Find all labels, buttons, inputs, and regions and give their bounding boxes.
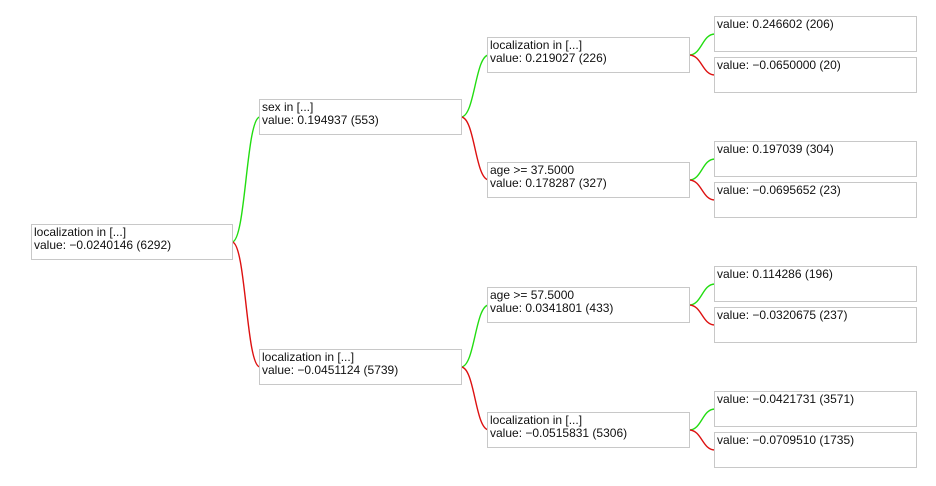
node-split-label: localization in [...] (490, 38, 583, 52)
edge-bb-yes (688, 408, 716, 431)
edge-ab-no (688, 179, 716, 201)
leaf-value-label: value: 0.246602 (206) (717, 17, 834, 31)
edge-ba-yes (688, 283, 716, 306)
tree-leaf-bba: value: −0.0421731 (3571) (714, 391, 917, 427)
node-value-label: value: 0.194937 (553) (262, 113, 379, 127)
edge-aa-yes (688, 33, 716, 56)
node-value-label: value: −0.0451124 (5739) (262, 363, 399, 377)
edge-root-yes (231, 116, 261, 243)
edge-b-yes (460, 304, 490, 368)
edge-aa-no (688, 54, 716, 76)
edge-a-yes (460, 54, 490, 118)
tree-node-ba: age >= 57.5000 value: 0.0341801 (433) (487, 287, 690, 323)
node-split-label: localization in [...] (34, 225, 127, 239)
node-split-label: sex in [...] (262, 100, 314, 114)
node-split-label: age >= 37.5000 (490, 163, 575, 177)
tree-node-root: localization in [...] value: −0.0240146 … (31, 224, 233, 260)
edge-ab-yes (688, 158, 716, 181)
edge-root-no (231, 241, 261, 368)
leaf-value-label: value: −0.0320675 (237) (717, 308, 848, 322)
tree-leaf-aaa: value: 0.246602 (206) (714, 16, 917, 52)
tree-leaf-bbb: value: −0.0709510 (1735) (714, 432, 917, 468)
leaf-value-label: value: 0.114286 (196) (717, 267, 833, 281)
node-value-label: value: −0.0240146 (6292) (34, 238, 172, 252)
node-split-label: localization in [...] (262, 350, 355, 364)
tree-leaf-aab: value: −0.0650000 (20) (714, 57, 917, 93)
node-split-label: age >= 57.5000 (490, 288, 575, 302)
node-value-label: value: 0.219027 (226) (490, 51, 607, 65)
edge-bb-no (688, 429, 716, 451)
tree-leaf-aba: value: 0.197039 (304) (714, 141, 917, 177)
leaf-value-label: value: −0.0695652 (23) (717, 183, 841, 197)
edge-a-no (460, 116, 490, 181)
tree-leaf-abb: value: −0.0695652 (23) (714, 182, 917, 218)
tree-node-b: localization in [...] value: −0.0451124 … (259, 349, 462, 385)
edge-ba-no (688, 304, 716, 326)
leaf-value-label: value: −0.0709510 (1735) (717, 433, 855, 447)
tree-leaf-bab: value: −0.0320675 (237) (714, 307, 917, 343)
tree-leaf-baa: value: 0.114286 (196) (714, 266, 917, 302)
tree-node-aa: localization in [...] value: 0.219027 (2… (487, 37, 690, 73)
tree-node-ab: age >= 37.5000 value: 0.178287 (327) (487, 162, 690, 198)
node-value-label: value: 0.0341801 (433) (490, 301, 614, 315)
leaf-value-label: value: 0.197039 (304) (717, 142, 834, 156)
tree-node-bb: localization in [...] value: −0.0515831 … (487, 412, 690, 448)
leaf-value-label: value: −0.0421731 (3571) (717, 392, 855, 406)
node-value-label: value: −0.0515831 (5306) (490, 426, 628, 440)
node-value-label: value: 0.178287 (327) (490, 176, 607, 190)
edge-b-no (460, 366, 490, 431)
tree-node-a: sex in [...] value: 0.194937 (553) (259, 99, 462, 135)
leaf-value-label: value: −0.0650000 (20) (717, 58, 841, 72)
node-split-label: localization in [...] (490, 413, 583, 427)
